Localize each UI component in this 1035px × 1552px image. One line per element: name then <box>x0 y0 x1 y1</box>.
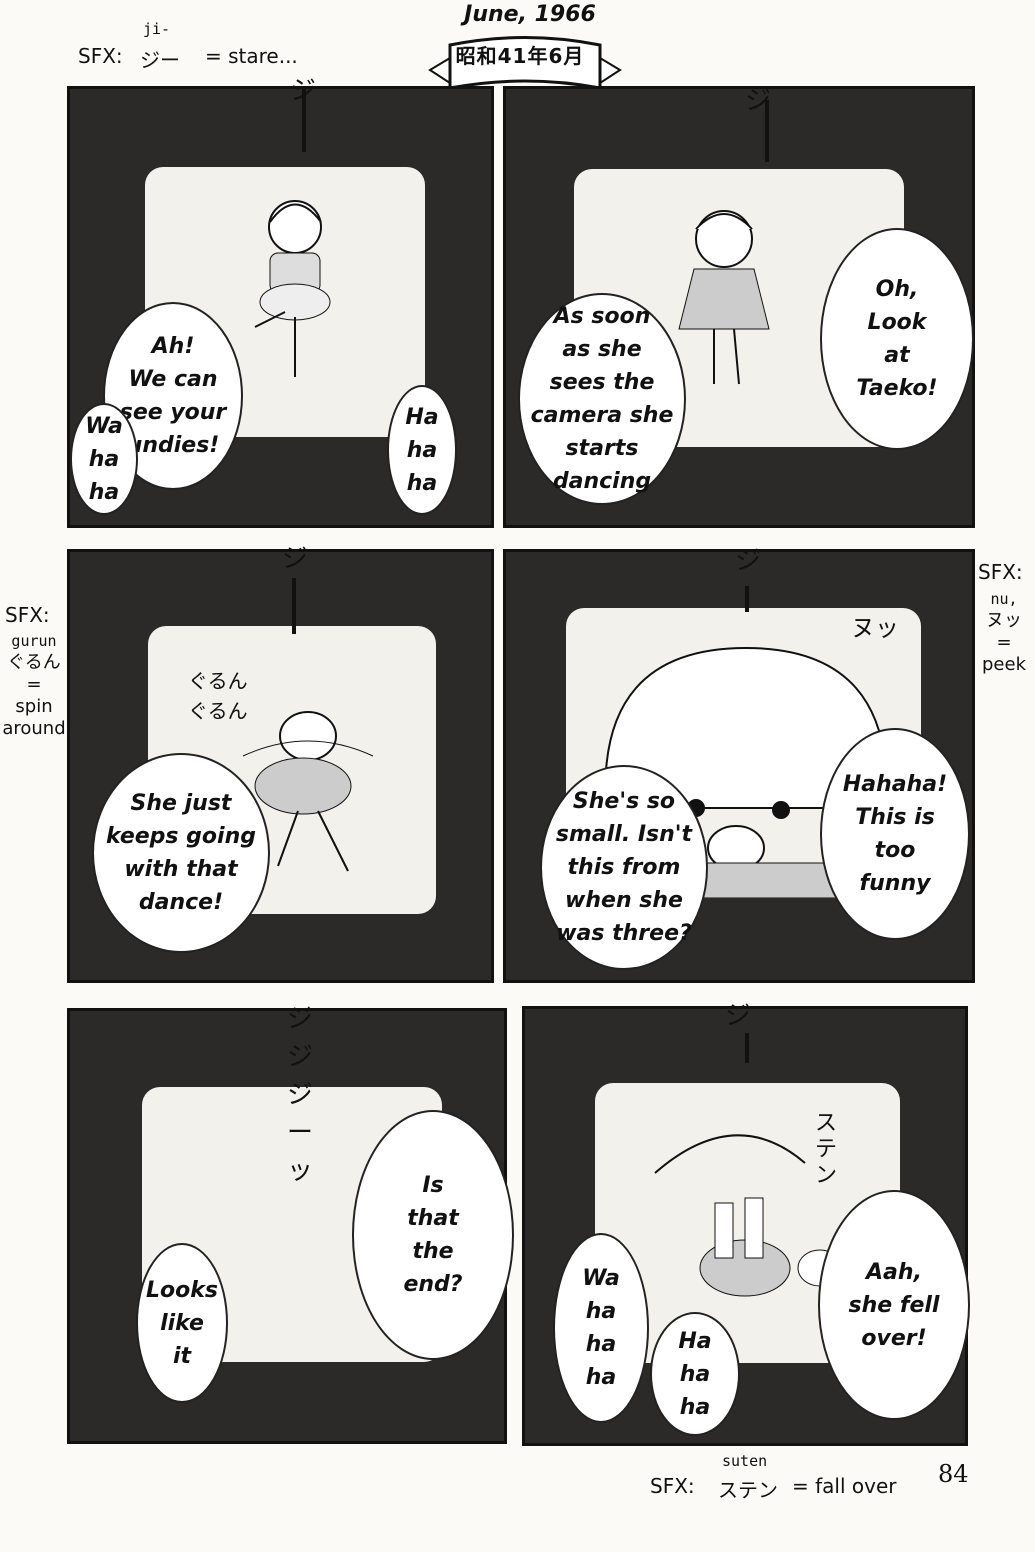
girl-closeup-drawing <box>604 646 888 899</box>
speech-bubble: Ha ha ha <box>387 385 457 515</box>
sfx-ji-meaning: = stare... <box>205 44 298 68</box>
vertical-sfx-line <box>292 578 296 634</box>
sfx-ji-glyph: ジ <box>290 76 317 106</box>
speech-bubble: Oh, Look at Taeko! <box>820 228 974 450</box>
sfx-suten-romaji: suten <box>722 1452 768 1470</box>
sfx-ji-prefix: SFX: <box>78 44 123 68</box>
speech-bubble: She just keeps going with that dance! <box>92 753 270 953</box>
sfx-nu-prefix: SFX: <box>978 560 1023 584</box>
sfx-ji-glyph: ジ <box>282 544 309 574</box>
sfx-gurun-note: gurun ぐるん = spin around <box>2 632 66 739</box>
art-sfx-spin: ぐるん ぐるん <box>188 669 248 723</box>
sfx-ji-glyph: ジ <box>745 86 772 116</box>
speech-bubble: She's so small. Isn't this from when she… <box>540 765 708 970</box>
sfx-gurun-prefix: SFX: <box>5 603 50 627</box>
art-sfx-peek: ヌッ <box>851 614 899 642</box>
sfx-suten-prefix: SFX: <box>650 1474 695 1498</box>
panel-1 <box>67 86 494 528</box>
sfx-ji-romaji: ji- <box>143 20 171 38</box>
speech-bubble: As soon as she sees the camera she start… <box>518 293 686 505</box>
sfx-ji-sequence: ジ ジ ジーッ <box>287 1004 314 1186</box>
art-sfx-fall: ステン <box>815 1111 838 1188</box>
sfx-ji-glyph: ジ <box>735 546 762 576</box>
vertical-sfx-line <box>745 586 749 612</box>
speech-bubble: Wa ha ha ha <box>553 1233 649 1423</box>
speech-bubble: Ha ha ha <box>650 1312 740 1436</box>
sfx-suten-kana: ステン <box>718 1478 778 1502</box>
vertical-sfx-line <box>765 100 769 162</box>
date-japanese: 昭和41年6月 <box>455 44 585 68</box>
date-english: June, 1966 <box>464 2 596 27</box>
vertical-sfx-line <box>745 1033 749 1063</box>
speech-bubble: Wa ha ha <box>70 403 138 515</box>
speech-bubble: Is that the end? <box>352 1110 514 1360</box>
speech-bubble: Aah, she fell over! <box>818 1190 970 1420</box>
page-number: 84 <box>938 1460 969 1488</box>
speech-bubble: Hahaha! This is too funny <box>820 728 970 940</box>
speech-bubble: Looks like it <box>136 1243 228 1403</box>
sfx-ji-glyph: ジ <box>725 1001 752 1031</box>
girl-curtsy-drawing <box>678 210 770 385</box>
sfx-ji-kana: ジー <box>140 48 180 72</box>
girl-dancing-drawing <box>254 200 331 377</box>
girl-spinning-drawing <box>242 711 374 872</box>
vertical-sfx-line <box>302 88 306 152</box>
sfx-nu-note: nu, ヌッ = peek <box>982 590 1026 675</box>
sfx-suten-meaning: = fall over <box>792 1474 897 1498</box>
